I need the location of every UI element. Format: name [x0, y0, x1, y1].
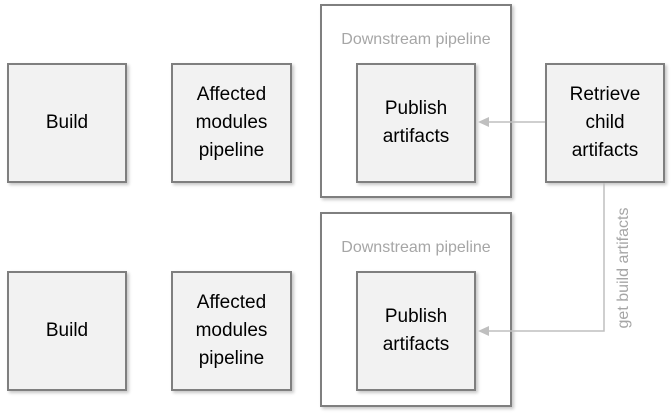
- build-label-bottom: Build: [45, 320, 89, 341]
- publish-artifacts-node-top: Publish artifacts: [356, 63, 476, 183]
- retrieve-to-publish-bottom-connector: [488, 183, 605, 332]
- affected-modules-label-bottom: Affected modules pipeline: [195, 292, 268, 369]
- downstream-pipeline-label-top: Downstream pipeline: [341, 31, 491, 48]
- affected-modules-node-top: Affected modules pipeline: [171, 63, 292, 183]
- build-label-top: Build: [45, 112, 89, 133]
- arrowhead-bottom: [478, 326, 489, 336]
- retrieve-child-artifacts-node: Retrieve child artifacts: [545, 63, 665, 183]
- get-build-artifacts-text: get build artifacts: [615, 207, 632, 329]
- publish-artifacts-label-top: Publish artifacts: [382, 98, 450, 147]
- publish-artifacts-label-bottom: Publish artifacts: [382, 306, 450, 355]
- arrowhead-top: [478, 117, 489, 127]
- downstream-pipeline-label-bottom: Downstream pipeline: [341, 239, 491, 256]
- build-node-bottom: Build: [7, 271, 127, 391]
- affected-modules-node-bottom: Affected modules pipeline: [171, 271, 292, 391]
- publish-artifacts-node-bottom: Publish artifacts: [356, 271, 476, 391]
- retrieve-child-artifacts-label: Retrieve child artifacts: [569, 84, 641, 161]
- affected-modules-label-top: Affected modules pipeline: [195, 84, 268, 161]
- build-node-top: Build: [7, 63, 127, 183]
